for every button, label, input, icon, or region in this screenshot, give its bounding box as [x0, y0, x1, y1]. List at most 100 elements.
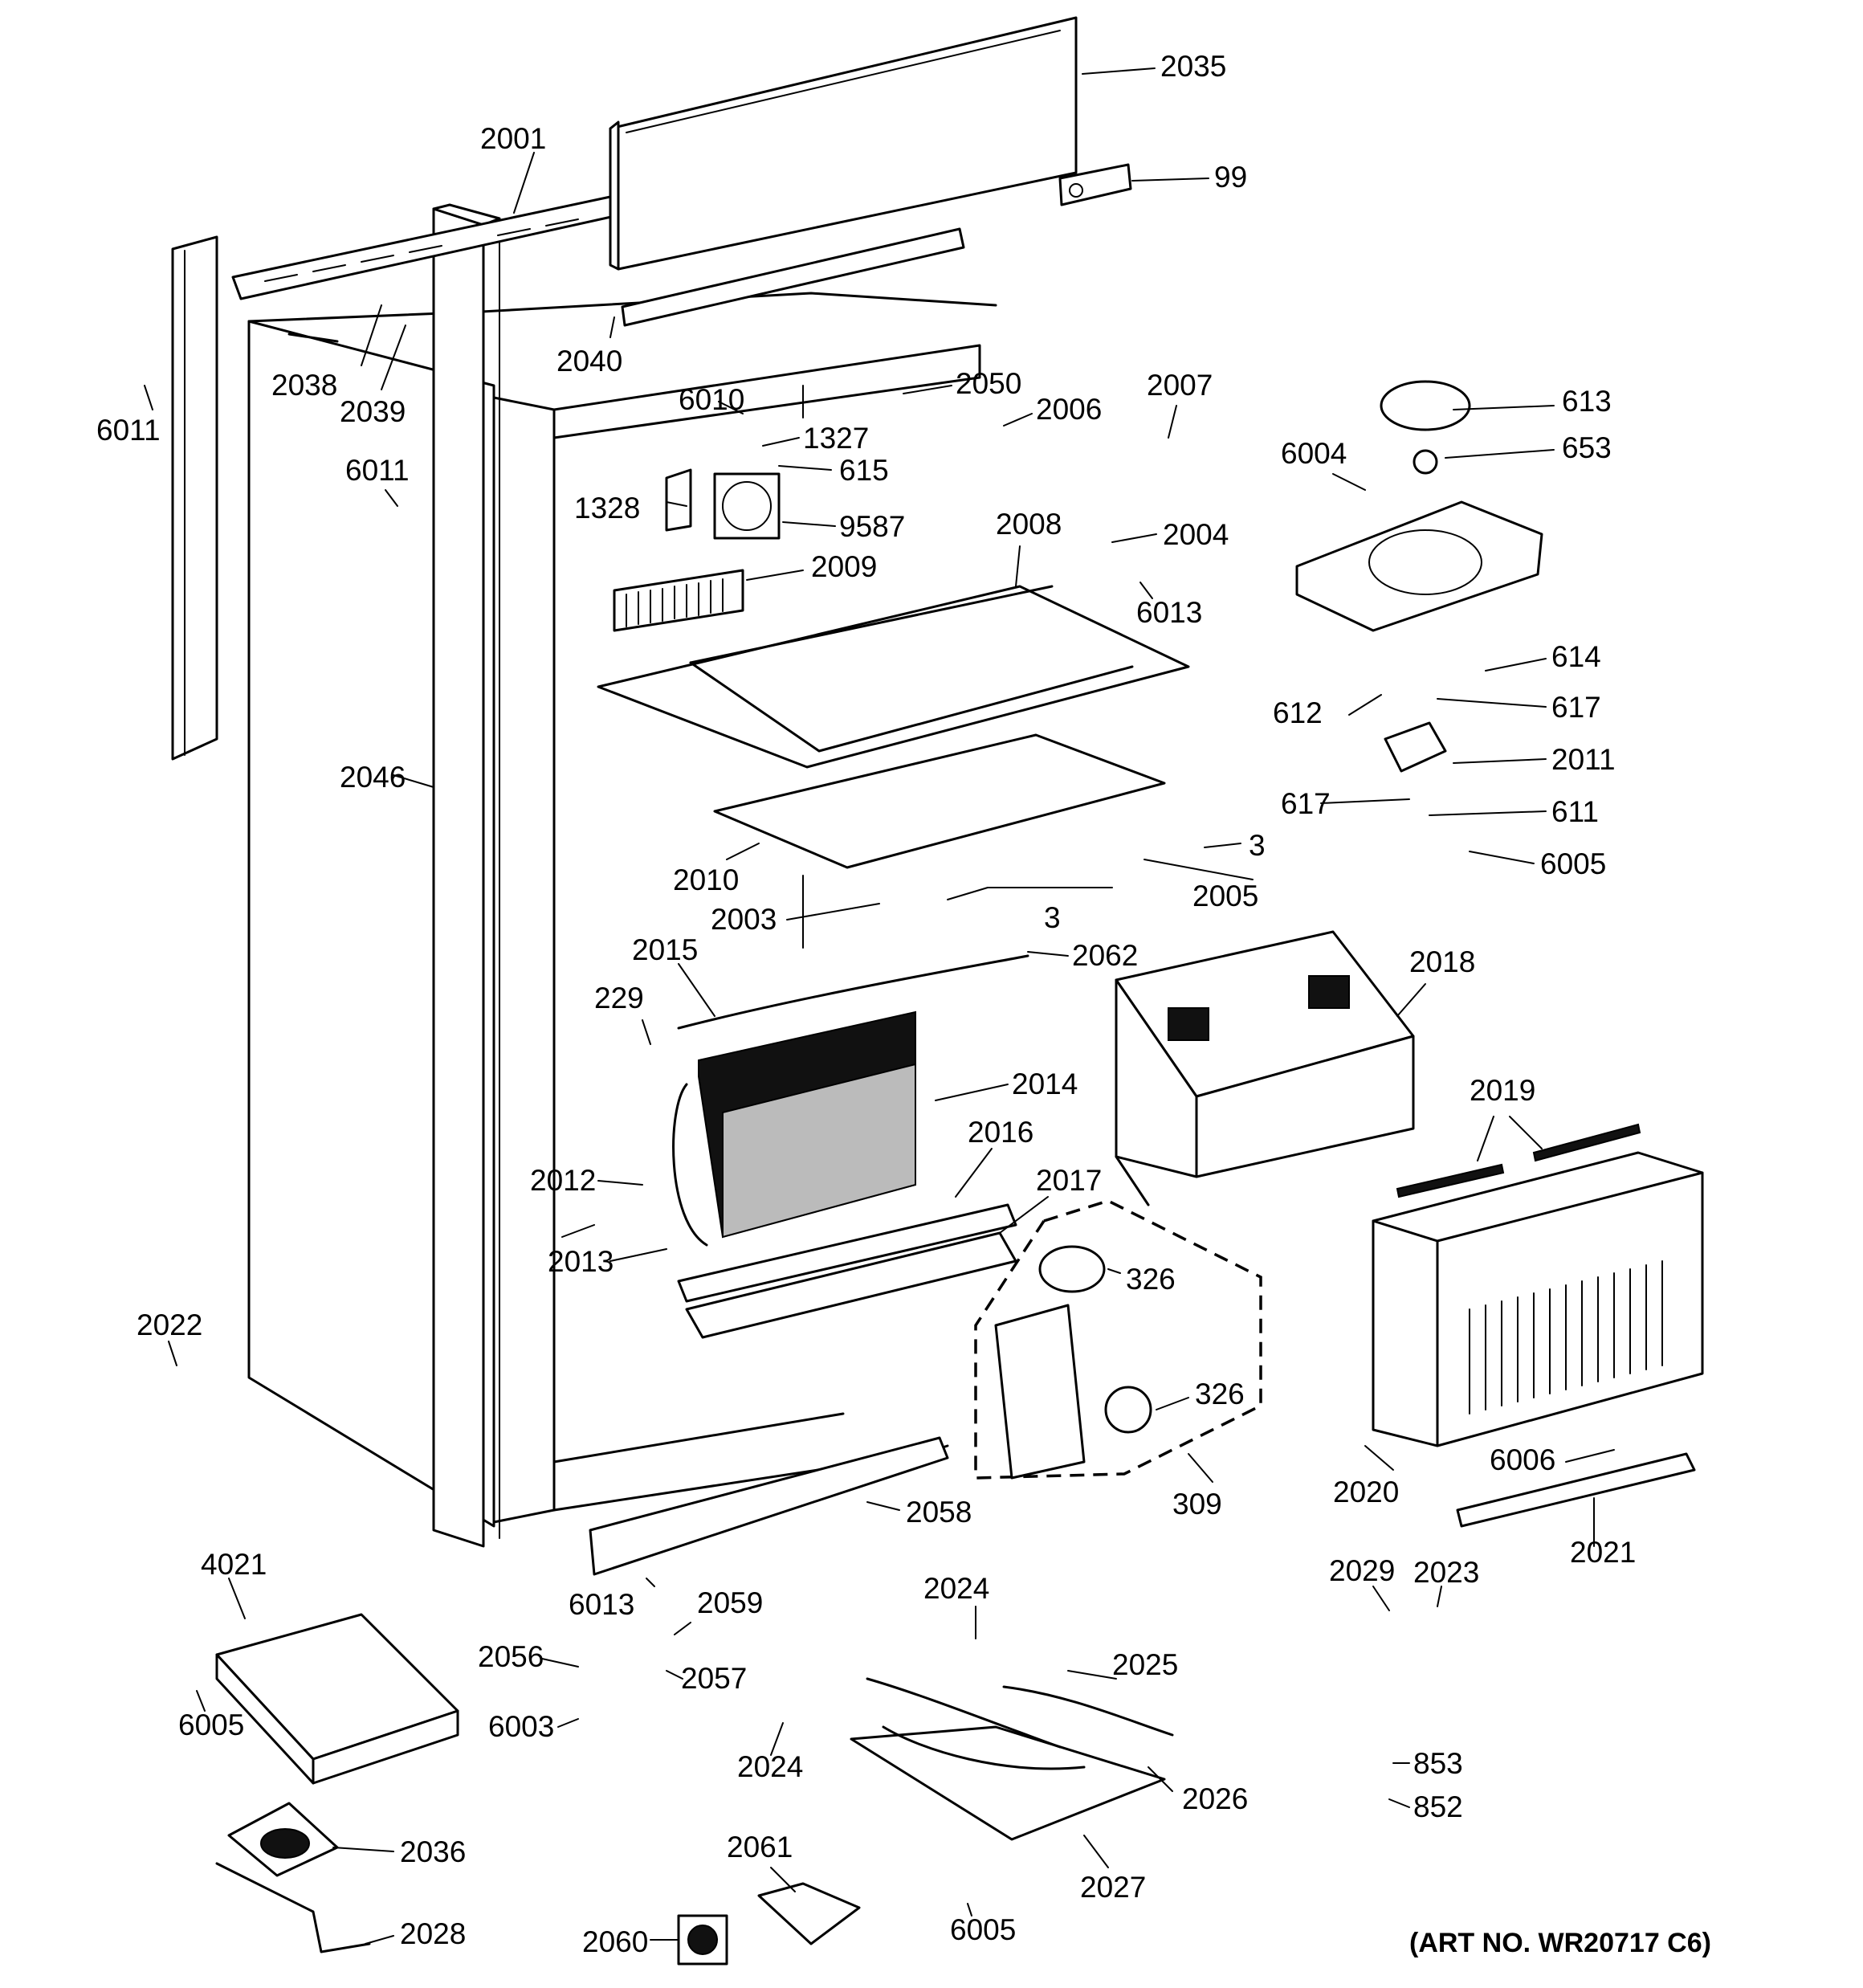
machine-compartment-cover [1372, 1151, 1704, 1447]
callout-2028: 2028 [400, 1917, 466, 1950]
callout-2024-lower: 2024 [737, 1750, 803, 1783]
callout-614: 614 [1551, 640, 1601, 673]
condenser-fan-blade [1380, 380, 1471, 475]
cabinet-front-panel [492, 344, 981, 1524]
callout-6004: 6004 [1281, 437, 1347, 470]
callout-2010: 2010 [673, 863, 739, 896]
callout-2058: 2058 [906, 1496, 972, 1529]
callout-617-lower: 617 [1281, 787, 1331, 820]
callout-309: 309 [1172, 1488, 1222, 1521]
perforated-strip [621, 227, 965, 327]
callout-853: 853 [1413, 1747, 1463, 1780]
callout-6003: 6003 [488, 1710, 554, 1743]
fan-bracket [757, 1882, 861, 1945]
callout-2013: 2013 [548, 1245, 614, 1278]
callout-2016: 2016 [968, 1116, 1033, 1149]
callout-1328: 1328 [574, 492, 640, 525]
condenser-fan-small [677, 1914, 728, 1966]
callout-611: 611 [1551, 795, 1599, 828]
drip-tray [677, 1203, 1017, 1339]
callout-2022: 2022 [137, 1308, 202, 1341]
upper-bracket [231, 195, 620, 300]
callout-326-upper: 326 [1126, 1263, 1176, 1296]
callout-2014: 2014 [1012, 1067, 1078, 1100]
callout-2004: 2004 [1163, 518, 1229, 551]
callout-2025: 2025 [1112, 1648, 1178, 1681]
callout-2056: 2056 [478, 1640, 544, 1673]
callout-2038: 2038 [271, 369, 337, 402]
nameplate [1058, 163, 1132, 206]
callout-6013-lower: 6013 [569, 1588, 634, 1621]
vent-grille [613, 569, 744, 632]
callout-617: 617 [1551, 691, 1601, 724]
callout-613: 613 [1562, 385, 1612, 418]
callout-615: 615 [839, 454, 889, 487]
left-side-rail [171, 235, 218, 761]
callout-2040: 2040 [556, 345, 622, 378]
callout-6010: 6010 [679, 383, 744, 416]
callout-99: 99 [1214, 161, 1247, 194]
evaporator-fan [665, 468, 781, 540]
callout-6005-left: 6005 [178, 1708, 244, 1741]
callout-2015: 2015 [632, 933, 698, 966]
callout-2027: 2027 [1080, 1871, 1146, 1904]
callout-6005-right: 6005 [1540, 847, 1606, 880]
hinge-assembly [215, 1802, 371, 1953]
callout-3-right: 3 [1249, 829, 1266, 862]
callout-2017: 2017 [1036, 1164, 1102, 1197]
callout-2039: 2039 [340, 395, 406, 428]
callout-4021: 4021 [201, 1548, 267, 1581]
callout-6013-upper: 6013 [1136, 596, 1202, 629]
top-grille-panel [609, 16, 1078, 271]
callout-2024-upper: 2024 [923, 1572, 989, 1605]
callout-6006: 6006 [1490, 1443, 1555, 1476]
callout-9587: 9587 [839, 510, 905, 543]
shelf-panel [713, 733, 1166, 869]
art-number: (ART NO. WR20717 C6) [1409, 1928, 1711, 1958]
callout-2012: 2012 [530, 1164, 596, 1197]
gasket-strips [1396, 1123, 1641, 1198]
callout-numbers: 2035 99 2001 2040 2038 2039 6011 6011 60… [96, 50, 1636, 1958]
callout-326-lower: 326 [1195, 1378, 1245, 1410]
kickplate [589, 1436, 949, 1576]
callout-6011-left: 6011 [96, 414, 161, 447]
callout-2057: 2057 [681, 1662, 747, 1695]
callout-2021: 2021 [1570, 1536, 1636, 1569]
callout-653: 653 [1562, 431, 1612, 464]
callout-2046: 2046 [340, 761, 406, 794]
callout-1327: 1327 [803, 422, 869, 455]
leader-lines [144, 67, 1615, 1945]
callout-2020: 2020 [1333, 1476, 1399, 1508]
callout-2062: 2062 [1072, 939, 1138, 972]
callout-2005: 2005 [1192, 880, 1258, 912]
base-bracket [1456, 1452, 1696, 1528]
callout-852: 852 [1413, 1790, 1463, 1823]
callout-2018: 2018 [1409, 945, 1475, 978]
fan-shroud [1295, 500, 1543, 632]
callout-2006: 2006 [1036, 393, 1102, 426]
callout-6011: 6011 [345, 454, 410, 487]
compressor-group [974, 1199, 1262, 1480]
callout-229: 229 [594, 982, 644, 1014]
callout-2036: 2036 [400, 1835, 466, 1868]
callout-3-center: 3 [1044, 901, 1061, 934]
callout-2023: 2023 [1413, 1556, 1479, 1589]
callout-2019: 2019 [1470, 1074, 1535, 1107]
callout-2050: 2050 [956, 367, 1021, 400]
callout-2026: 2026 [1182, 1782, 1248, 1815]
callout-2007: 2007 [1147, 369, 1213, 402]
evaporator-coil [672, 954, 1029, 1247]
trim-strip [432, 203, 501, 1548]
callout-2008: 2008 [996, 508, 1062, 541]
fan-motor [1384, 721, 1447, 773]
electronic-control-box [215, 1613, 459, 1785]
callout-612: 612 [1273, 696, 1323, 729]
callout-2059: 2059 [697, 1586, 763, 1619]
duct-cover [597, 585, 1190, 769]
control-housing [1115, 930, 1415, 1206]
callout-2035: 2035 [1160, 50, 1226, 83]
callout-2003: 2003 [711, 903, 777, 936]
defrost-heater-tray [850, 1677, 1174, 1841]
callout-2011: 2011 [1551, 743, 1616, 776]
